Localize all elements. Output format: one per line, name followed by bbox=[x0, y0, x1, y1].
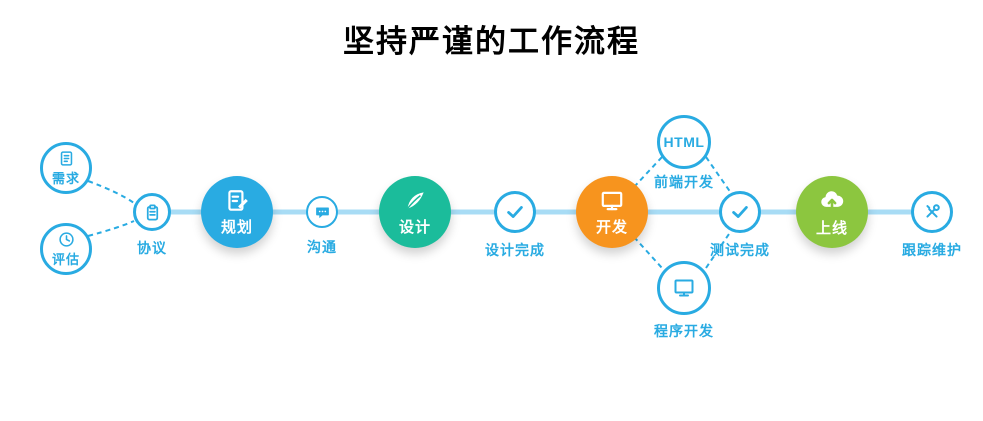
node-label: 评估 bbox=[51, 251, 80, 267]
node-label-program-dev: 程序开发 bbox=[654, 323, 714, 339]
node-requirements: 需求 bbox=[40, 142, 92, 194]
check-icon bbox=[729, 201, 751, 223]
page-title: 坚持严谨的工作流程 bbox=[343, 24, 640, 59]
node-program-dev bbox=[657, 261, 711, 315]
node-label: 规划 bbox=[220, 218, 253, 236]
dashed-link-requirements-agreement bbox=[87, 180, 135, 204]
node-label: 开发 bbox=[595, 218, 628, 236]
dashed-link-program-testdone bbox=[705, 230, 732, 269]
node-test-done bbox=[719, 191, 761, 233]
node-label: 需求 bbox=[51, 170, 80, 186]
chat-icon bbox=[314, 204, 331, 221]
monitor-icon bbox=[599, 188, 625, 214]
document-pen-icon bbox=[224, 188, 250, 214]
node-launch: 上线 bbox=[796, 176, 868, 248]
node-agreement bbox=[133, 193, 171, 231]
monitor-icon bbox=[672, 276, 696, 300]
quill-pen-icon bbox=[402, 188, 428, 214]
node-label: HTML bbox=[663, 134, 705, 150]
dashed-link-html-testdone bbox=[705, 156, 732, 194]
dashed-link-evaluation-agreement bbox=[87, 220, 135, 237]
node-label-agreement: 协议 bbox=[137, 240, 167, 256]
node-label-maintenance: 跟踪维护 bbox=[902, 242, 962, 258]
node-planning: 规划 bbox=[201, 176, 273, 248]
node-communication bbox=[306, 196, 338, 228]
tools-icon bbox=[921, 201, 943, 223]
memo-icon bbox=[58, 150, 75, 167]
node-development: 开发 bbox=[576, 176, 648, 248]
cloud-upload-icon bbox=[818, 187, 846, 215]
node-design: 设计 bbox=[379, 176, 451, 248]
node-label-test-done: 测试完成 bbox=[710, 242, 770, 258]
check-icon bbox=[504, 201, 526, 223]
node-label: 设计 bbox=[398, 218, 431, 236]
dashed-link-development-program bbox=[633, 236, 663, 269]
node-design-done bbox=[494, 191, 536, 233]
dashed-link-development-html bbox=[633, 156, 663, 188]
clipboard-icon bbox=[143, 203, 162, 222]
node-maintenance bbox=[911, 191, 953, 233]
node-label-frontend-dev: 前端开发 bbox=[654, 174, 714, 190]
node-html: HTML bbox=[657, 115, 711, 169]
node-label-communication: 沟通 bbox=[307, 239, 337, 255]
node-evaluation: 评估 bbox=[40, 223, 92, 275]
node-label-design-done: 设计完成 bbox=[485, 242, 545, 258]
node-label: 上线 bbox=[815, 219, 848, 237]
clock-icon bbox=[58, 231, 75, 248]
